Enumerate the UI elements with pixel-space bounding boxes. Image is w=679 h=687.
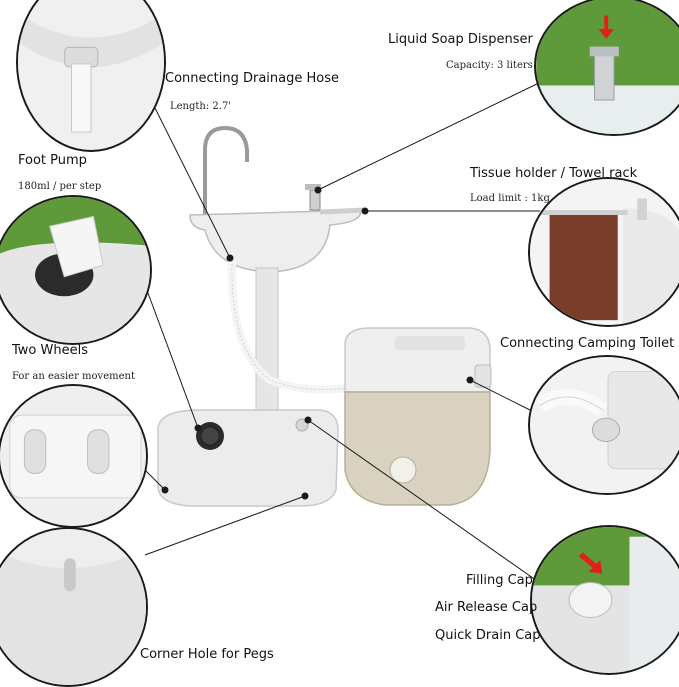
wheel-icon [87, 429, 110, 474]
two-wheels-title: Two Wheels [12, 343, 88, 358]
drainage-hose-photo [18, 0, 164, 150]
two-wheels-description: For an easier movement [12, 371, 135, 382]
toilet-connection-detail [528, 355, 679, 495]
quick-drain-cap-label: Quick Drain Cap [435, 628, 541, 643]
corner-hole-photo [0, 529, 146, 685]
faucet-icon [203, 125, 249, 215]
sink-basin [189, 209, 362, 273]
soap-dispenser-photo [536, 0, 679, 134]
tissue-holder-title: Tissue holder / Towel rack [470, 166, 638, 181]
foot-pump-title: Foot Pump [18, 153, 87, 168]
wheels-detail [0, 384, 148, 528]
arrow-down-icon [598, 15, 614, 39]
water-tank [157, 409, 339, 507]
drainage-hose-length: Length: 2.7' [170, 101, 232, 112]
toilet-drain-cap [389, 456, 417, 484]
towel-icon [549, 213, 618, 321]
towel-rack-photo [530, 179, 679, 325]
foot-pump-volume: 180ml / per step [18, 181, 102, 192]
corner-hole-detail [0, 527, 148, 687]
toilet-waste-tank [344, 391, 491, 506]
wheels-photo [0, 386, 146, 526]
camping-toilet-title: Connecting Camping Toilet [500, 336, 675, 351]
soap-dispenser-capacity: Capacity: 3 liters [446, 60, 533, 71]
sink-pole [255, 267, 279, 419]
wheel-icon [23, 429, 47, 474]
caps-photo [532, 527, 679, 673]
toilet-connection-photo [530, 357, 679, 493]
drainage-hose-title: Connecting Drainage Hose [165, 71, 340, 86]
filling-cap-label: Filling Cap [466, 573, 533, 588]
foot-pump-photo [0, 197, 150, 343]
soap-dispenser-detail [534, 0, 679, 136]
foot-pump-detail [0, 195, 152, 345]
caps-detail [530, 525, 679, 675]
air-release-cap-label: Air Release Cap [435, 600, 538, 615]
arrow-icon [578, 552, 603, 574]
drainage-hose-detail [16, 0, 166, 152]
tissue-holder-load-limit: Load limit : 1kg [470, 193, 550, 204]
corner-hole-title: Corner Hole for Pegs [140, 647, 274, 662]
towel-rack-detail [528, 177, 679, 327]
soap-pump-icon [309, 189, 321, 211]
soap-dispenser-title: Liquid Soap Dispenser [388, 32, 533, 47]
